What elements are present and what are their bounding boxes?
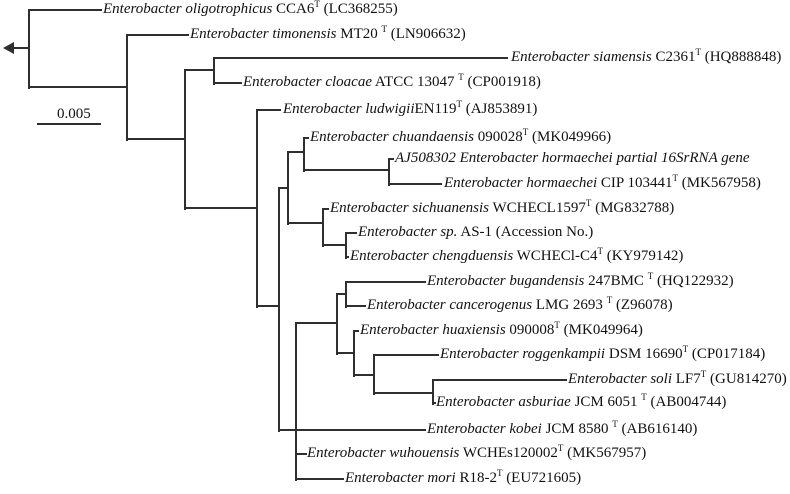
branch-internal xyxy=(278,187,289,189)
branch-hormaechei-partial xyxy=(388,158,394,160)
node-soli-asburiae xyxy=(432,380,434,405)
branch-internal xyxy=(184,69,215,71)
branch-chuandaensis xyxy=(303,137,309,139)
taxon-label: Enterobacter ludwigiiEN119T (AJ853891) xyxy=(283,99,538,118)
node-chuandaensis-clade xyxy=(303,138,305,172)
branch-timonensis xyxy=(126,34,189,36)
branch-huaxiensis xyxy=(353,330,359,332)
taxon-label: AJ508302 Enterobacter hormaechei partial… xyxy=(395,150,750,166)
branch-asburiae xyxy=(432,402,436,404)
taxon-label: Enterobacter soli LF7T (GU814270) xyxy=(568,369,787,388)
scale-bar-label: 0.005 xyxy=(57,106,91,122)
taxon-label: Enterobacter sichuanensis WCHECL1597T (M… xyxy=(330,198,675,217)
taxon-label: Enterobacter chuandaensis 090028T (MK049… xyxy=(310,127,612,146)
branch-internal xyxy=(126,138,186,140)
node-vertical xyxy=(278,188,280,432)
node-vertical xyxy=(256,110,258,308)
taxon-label: Enterobacter hormaechei CIP 103441T (MK5… xyxy=(444,173,761,192)
node-vertical xyxy=(287,152,289,225)
node-lower-clade xyxy=(295,323,297,481)
taxon-label: Enterobacter kobei JCM 8580 T (AB616140) xyxy=(427,419,698,438)
branch-internal xyxy=(322,244,347,246)
branch-roggenkampii xyxy=(373,354,439,356)
taxon-label: Enterobacter sp. AS-1 (Accession No.) xyxy=(358,224,594,240)
branch-wuhouensis xyxy=(295,453,307,455)
branch-internal xyxy=(287,151,305,153)
taxon-label: Enterobacter cloacae ATCC 13047 T (CP001… xyxy=(243,72,541,91)
branch-cancerogenus xyxy=(345,305,366,307)
branch-internal xyxy=(336,293,347,295)
branch-kobei xyxy=(278,429,426,431)
branch-cloacae xyxy=(213,82,242,84)
branch-bugandensis xyxy=(345,281,426,283)
taxon-label: Enterobacter chengduensis WCHECl-C4T (KY… xyxy=(350,246,684,265)
node-vertical xyxy=(336,294,338,355)
taxon-label: Enterobacter timonensis MT20 T (LN906632… xyxy=(190,24,466,43)
node-vertical xyxy=(184,70,186,210)
taxon-label: Enterobacter cancerogenus LMG 2693 T (Z9… xyxy=(367,295,673,314)
branch-sichuanensis xyxy=(322,208,329,210)
branch-internal xyxy=(295,322,338,324)
taxon-label: Enterobacter roggenkampii DSM 16690T (CP… xyxy=(440,344,766,363)
branch-chengduensis xyxy=(345,256,349,258)
branch-oligotrophicus xyxy=(28,9,102,11)
taxon-label: Enterobacter huaxiensis 090008T (MK04996… xyxy=(360,320,643,339)
branch-internal xyxy=(287,222,324,224)
branch-siamensis xyxy=(213,57,508,59)
scale-bar xyxy=(37,123,101,125)
taxon-label: Enterobacter siamensis C2361T (HQ888848) xyxy=(511,47,782,66)
node-bugandensis-cancerogenus xyxy=(345,282,347,308)
branch-mori xyxy=(295,478,344,480)
node-siamensis-cloacae xyxy=(213,58,215,85)
branch-soli xyxy=(432,379,567,381)
branch-sp-as1 xyxy=(345,232,357,234)
root-stem xyxy=(13,47,30,49)
node-sichuanensis-clade xyxy=(322,209,324,247)
root-arrow-icon xyxy=(3,42,14,54)
taxon-label: Enterobacter oligotrophicus CCA6T (LC368… xyxy=(103,0,398,17)
branch-ludwigii xyxy=(256,109,281,111)
branch-internal xyxy=(373,392,434,394)
branch-internal xyxy=(184,207,258,209)
branch-internal xyxy=(336,352,355,354)
node-vertical xyxy=(126,35,128,141)
node-vertical xyxy=(353,331,355,377)
node-vertical xyxy=(373,355,375,395)
taxon-label: Enterobacter wuhouensis WCHEs120002T (MK… xyxy=(307,443,647,462)
branch-internal xyxy=(303,169,390,171)
branch-internal xyxy=(256,305,280,307)
taxon-label: Enterobacter bugandensis 247BMC T (HQ122… xyxy=(427,271,734,290)
taxon-label: Enterobacter asburiae JCM 6051 T (AB0047… xyxy=(436,392,727,411)
branch-hormaechei-cip xyxy=(388,183,442,185)
taxon-label: Enterobacter mori R18-2T (EU721605) xyxy=(345,468,582,487)
branch-internal xyxy=(28,86,128,88)
node-as1-chengduensis xyxy=(345,233,347,259)
node-root xyxy=(28,10,30,89)
branch-internal xyxy=(353,374,375,376)
node-hormaechei-pair xyxy=(388,159,390,186)
